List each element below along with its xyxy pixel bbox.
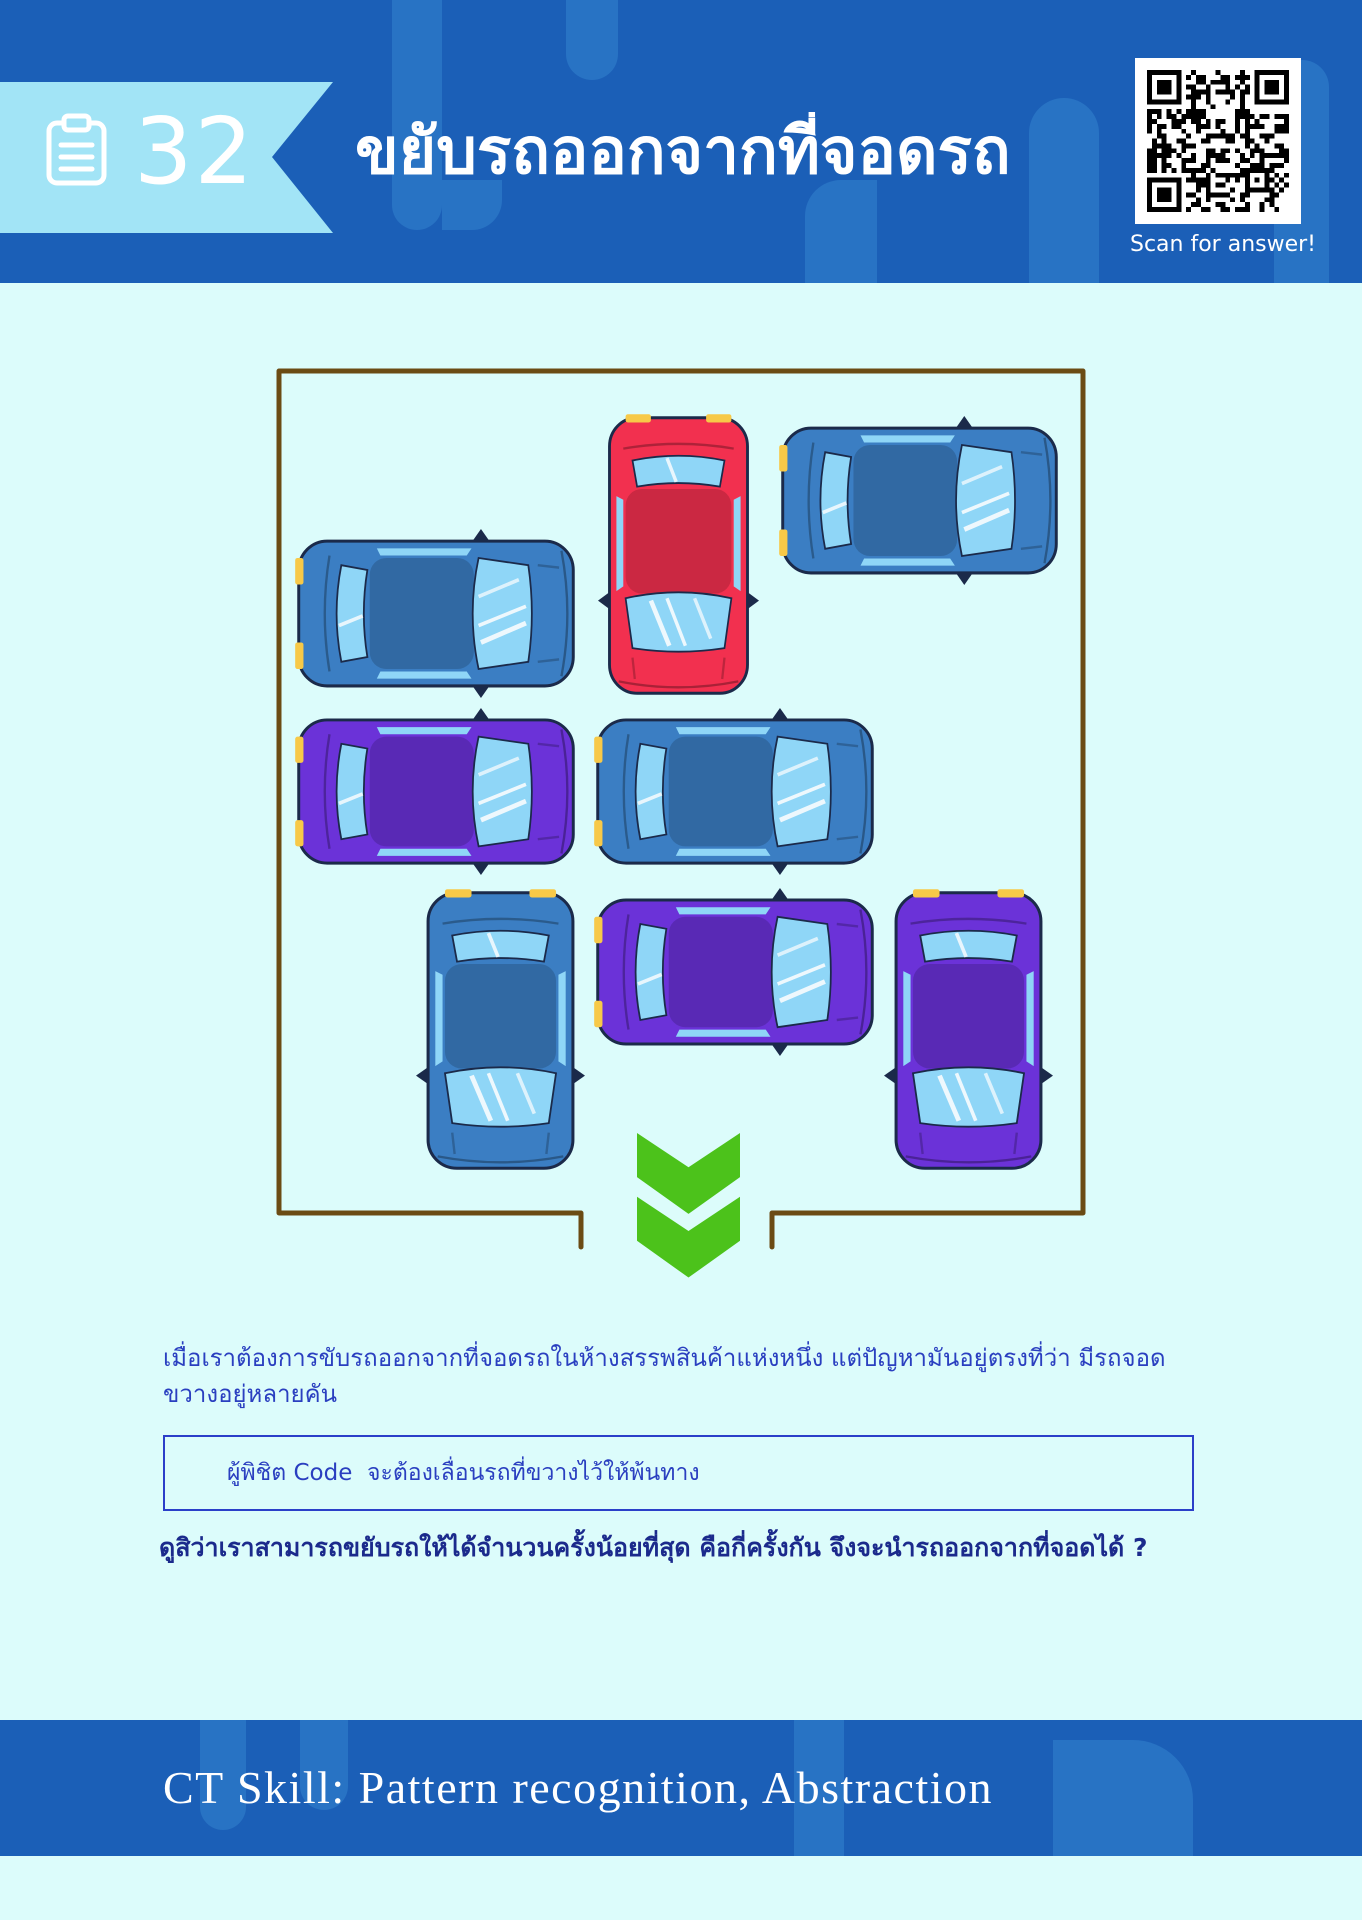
car-purple bbox=[884, 888, 1053, 1173]
clipboard-icon bbox=[46, 113, 107, 186]
decorative-shape bbox=[200, 1720, 246, 1830]
car-blue bbox=[593, 708, 877, 875]
car-purple bbox=[593, 888, 877, 1056]
rule-text: ผู้พิชิต Code จะต้องเลื่อนรถที่ขวางไว้ให… bbox=[227, 1460, 700, 1486]
header-banner: 32 ขยับรถออกจากที่จอดรถ Scan for answer! bbox=[0, 0, 1362, 283]
ct-skill-label: CT Skill: Pattern recognition, Abstracti… bbox=[163, 1762, 994, 1813]
decorative-shape bbox=[300, 1720, 348, 1810]
decorative-shape bbox=[805, 180, 877, 283]
puzzle-question: ดูสิว่าเราสามารถขยับรถให้ได้จำนวนครั้งน้… bbox=[159, 1533, 1148, 1562]
decorative-shape bbox=[1029, 98, 1099, 283]
car-blue bbox=[416, 888, 585, 1173]
car-purple bbox=[294, 708, 578, 875]
parking-lot-wall bbox=[276, 368, 1086, 1250]
car-blue bbox=[778, 416, 1061, 585]
double-chevron-down-icon bbox=[637, 1133, 740, 1278]
car-blue bbox=[294, 529, 578, 698]
rule-box: ผู้พิชิต Code จะต้องเลื่อนรถที่ขวางไว้ให… bbox=[163, 1435, 1194, 1511]
qr-caption: Scan for answer! bbox=[1129, 232, 1316, 257]
decorative-shape bbox=[442, 180, 502, 230]
decorative-shape bbox=[566, 0, 618, 80]
decorative-shape bbox=[1053, 1740, 1193, 1856]
page-title: ขยับรถออกจากที่จอดรถ bbox=[355, 115, 1011, 189]
decorative-shape bbox=[392, 0, 442, 230]
car-red bbox=[598, 413, 759, 698]
puzzle-description: เมื่อเราต้องการขับรถออกจากที่จอดรถในห้าง… bbox=[163, 1344, 1166, 1408]
parking-lot bbox=[272, 364, 1090, 1284]
qr-code bbox=[1135, 58, 1301, 224]
activity-number: 32 bbox=[134, 98, 256, 205]
decorative-shape bbox=[794, 1720, 844, 1856]
qr-code-pattern bbox=[1147, 70, 1289, 212]
footer-banner: CT Skill: Pattern recognition, Abstracti… bbox=[0, 1720, 1362, 1856]
